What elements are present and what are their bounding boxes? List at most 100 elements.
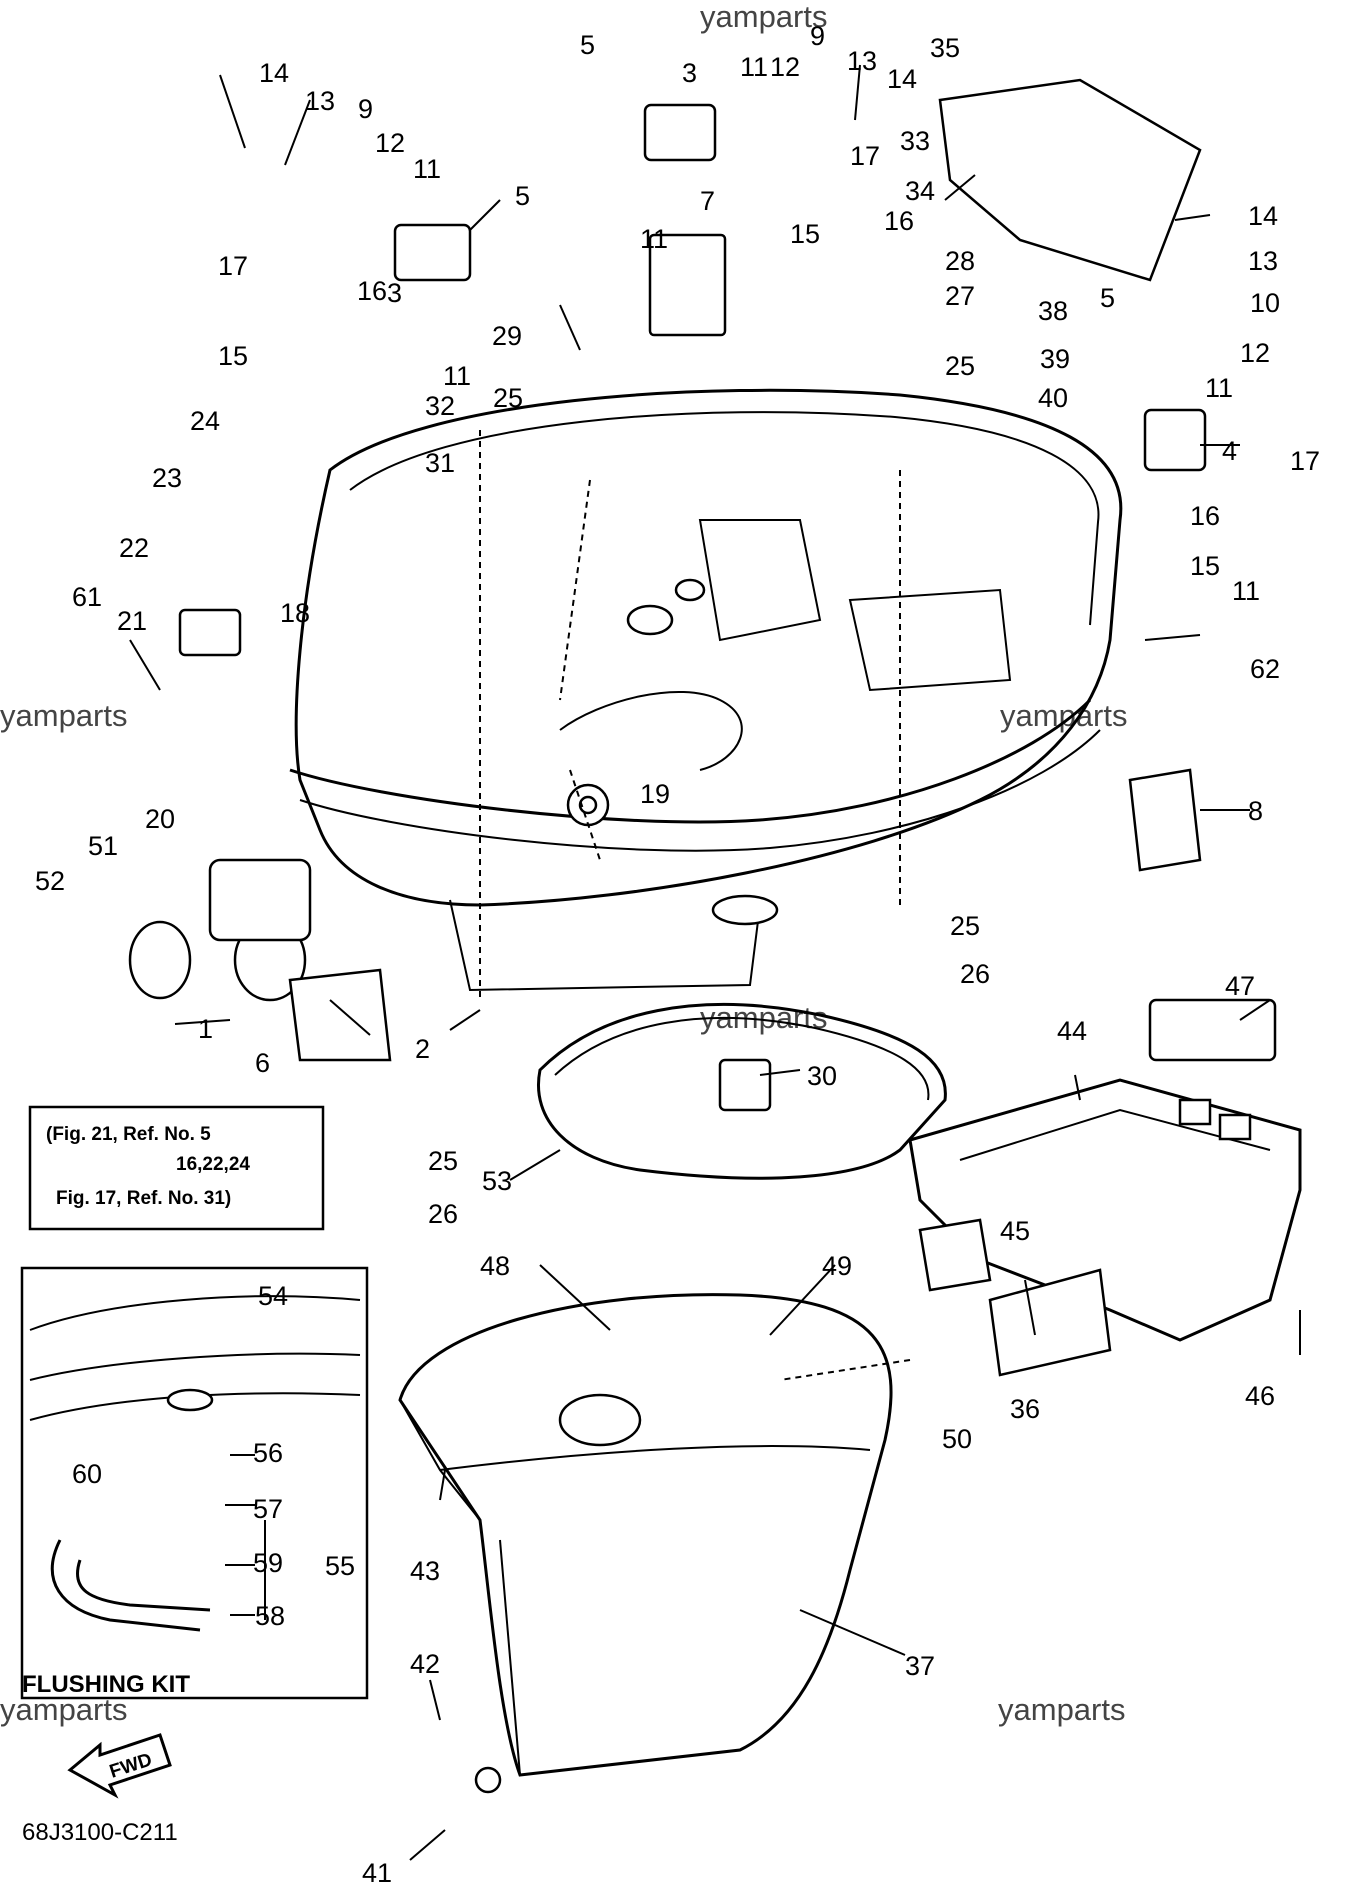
callout-41: 41 (362, 1858, 392, 1887)
callout-34: 34 (905, 176, 935, 206)
callout-1: 1 (198, 1014, 213, 1044)
reference-note (28, 1105, 325, 1231)
watermark-left: yamparts (0, 698, 127, 733)
callout-42: 42 (410, 1649, 440, 1679)
callout-25-right: 25 (945, 351, 975, 381)
callout-16: 16 (884, 206, 914, 236)
callout-39: 39 (1040, 344, 1070, 374)
callout-27: 27 (945, 281, 975, 311)
callout-17-right: 17 (1290, 446, 1320, 476)
callout-25-top: 25 (493, 383, 523, 413)
callout-55: 55 (325, 1551, 355, 1581)
callout-13: 13 (847, 46, 877, 76)
callout-2: 2 (415, 1034, 430, 1064)
watermark-right: yamparts (1000, 698, 1127, 733)
callout-57: 57 (253, 1494, 283, 1524)
watermark-top: yamparts (700, 0, 827, 34)
callout-9-left: 9 (358, 94, 373, 124)
callout-59: 59 (253, 1548, 283, 1578)
callout-50: 50 (942, 1424, 972, 1454)
callout-10: 10 (1250, 288, 1280, 318)
flushing-kit-panel (20, 1266, 369, 1700)
callout-30: 30 (807, 1061, 837, 1091)
callout-52: 52 (35, 866, 65, 896)
callout-5: 5 (580, 30, 595, 60)
callout-16-left: 16 (357, 276, 387, 306)
callout-53: 53 (482, 1166, 512, 1196)
callout-13-right: 13 (1248, 246, 1278, 276)
callout-12-right: 12 (1240, 338, 1270, 368)
diagram-code: 68J3100-C211 (22, 1819, 178, 1846)
callout-8: 8 (1248, 796, 1263, 826)
lower-apron (398, 1293, 893, 1777)
callout-7: 7 (700, 186, 715, 216)
callout-37: 37 (905, 1651, 935, 1681)
callout-14-right: 14 (1248, 201, 1278, 231)
callout-17: 17 (850, 141, 880, 171)
callout-9: 9 (810, 21, 825, 51)
callout-49: 49 (822, 1251, 852, 1281)
callout-11-left: 11 (413, 154, 441, 184)
callout-47: 47 (1225, 971, 1255, 1001)
callout-3: 3 (682, 58, 697, 88)
callout-17-left: 17 (218, 251, 248, 281)
callout-13-left: 13 (305, 86, 335, 116)
callout-56: 56 (253, 1438, 283, 1468)
reference-note-line3: Fig. 17, Ref. No. 31) (56, 1188, 231, 1209)
callout-36: 36 (1010, 1394, 1040, 1424)
callout-12: 12 (770, 52, 800, 82)
bottom-cowling (289, 388, 1123, 992)
fwd-arrow-icon (67, 1733, 172, 1799)
callout-6: 6 (255, 1048, 270, 1078)
callout-21: 21 (117, 606, 147, 636)
callout-24: 24 (190, 406, 220, 436)
callout-29: 29 (492, 321, 522, 351)
callout-11-right: 11 (1205, 373, 1233, 403)
callout-60: 60 (72, 1459, 102, 1489)
callout-16-right: 16 (1190, 501, 1220, 531)
callouts: 1 2 3 3 4 5 5 5 6 7 8 9 9 10 11 11 11 11… (35, 21, 1320, 1887)
flushing-kit-title: FLUSHING KIT (22, 1671, 190, 1698)
callout-44: 44 (1057, 1016, 1087, 1046)
callout-58: 58 (255, 1601, 285, 1631)
callout-45: 45 (1000, 1216, 1030, 1246)
small-parts (128, 78, 1277, 1794)
seal-gasket (537, 1002, 947, 1180)
reference-note-line2: 16,22,24 (176, 1154, 250, 1175)
callout-40: 40 (1038, 383, 1068, 413)
callout-11: 11 (740, 52, 768, 82)
dashed-assembly-lines (479, 430, 911, 1381)
callout-43: 43 (410, 1556, 440, 1586)
callout-5-left: 5 (515, 181, 530, 211)
callout-5-right: 5 (1100, 283, 1115, 313)
callout-62: 62 (1250, 654, 1280, 684)
callout-15-right: 15 (1190, 551, 1220, 581)
reference-note-line1: (Fig. 21, Ref. No. 5 (46, 1124, 211, 1145)
callout-19: 19 (640, 779, 670, 809)
callout-26: 26 (960, 959, 990, 989)
callout-38: 38 (1038, 296, 1068, 326)
leader-lines (129, 64, 1301, 1861)
callout-14-left: 14 (259, 58, 289, 88)
callout-48: 48 (480, 1251, 510, 1281)
callout-31: 31 (425, 448, 455, 478)
callout-28: 28 (945, 246, 975, 276)
callout-20: 20 (145, 804, 175, 834)
callout-32: 32 (425, 391, 455, 421)
callout-23: 23 (152, 463, 182, 493)
callout-51: 51 (88, 831, 118, 861)
callout-15-left: 15 (218, 341, 248, 371)
callout-3-left: 3 (387, 278, 402, 308)
callout-25-lower: 25 (950, 911, 980, 941)
callout-4: 4 (1222, 436, 1237, 466)
callout-22: 22 (119, 533, 149, 563)
callout-61: 61 (72, 582, 102, 612)
callout-11-lower: 11 (1232, 576, 1260, 606)
callout-46: 46 (1245, 1381, 1275, 1411)
callout-12-left: 12 (375, 128, 405, 158)
callout-33: 33 (900, 126, 930, 156)
callout-18: 18 (280, 598, 310, 628)
callout-25-left: 25 (428, 1146, 458, 1176)
callout-11-center: 11 (640, 224, 668, 254)
